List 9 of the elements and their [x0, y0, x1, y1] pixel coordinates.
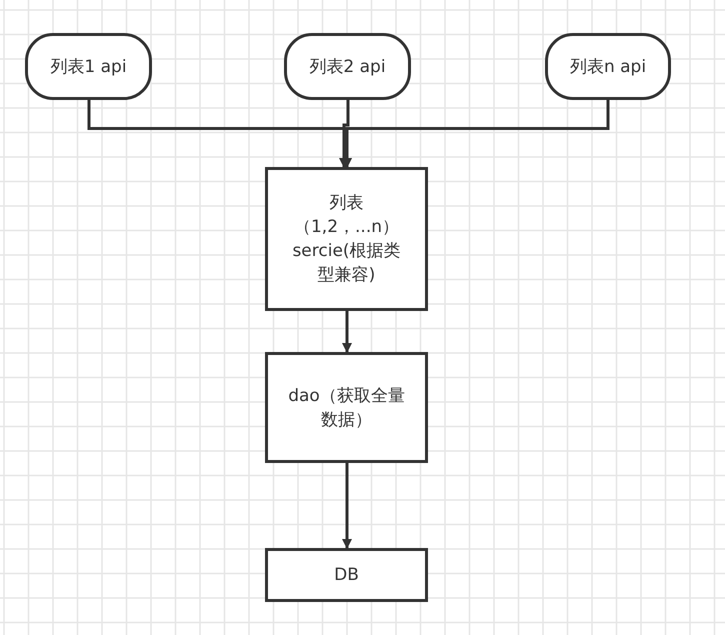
process-box: dao（获取全量数据）	[265, 352, 428, 463]
process-box: DB	[265, 548, 428, 602]
process-box: 列表（1,2，...n）sercie(根据类型兼容)	[265, 167, 428, 311]
terminal-box: 列表2 api	[284, 33, 411, 100]
arrow	[339, 100, 350, 168]
arrow	[342, 463, 352, 549]
arrow	[342, 311, 352, 353]
terminal-box: 列表1 api	[25, 33, 152, 100]
terminal-box: 列表n api	[545, 33, 671, 100]
